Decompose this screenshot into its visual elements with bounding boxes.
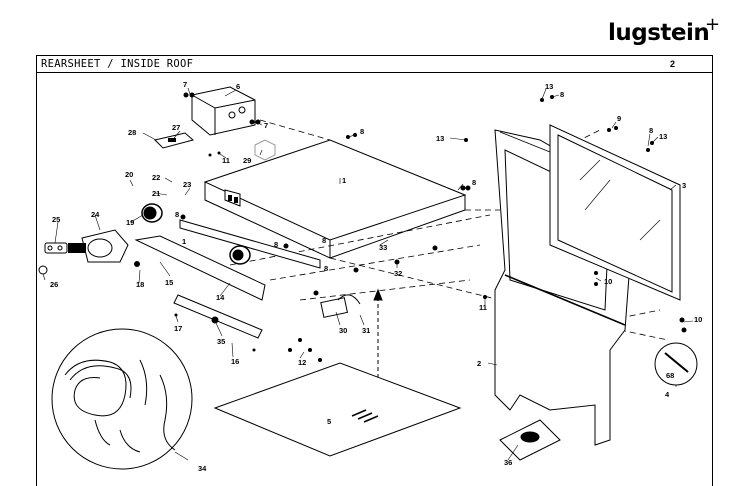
panel-14 — [134, 235, 266, 301]
callout-7: 7 — [264, 121, 268, 130]
callout-29: 29 — [243, 156, 251, 165]
callout-33: 33 — [379, 243, 387, 252]
nut-26 — [38, 265, 48, 275]
callout-14: 14 — [216, 293, 225, 302]
callout-labels: 7 6 7 28 27 11 29 8 1 8 13 8 13 9 8 13 3… — [50, 80, 702, 473]
callout-34: 34 — [198, 464, 207, 473]
switch-30 — [320, 297, 348, 318]
sheet-5-marks — [351, 409, 379, 423]
callout-23: 23 — [183, 180, 191, 189]
callout-13: 13 — [436, 134, 444, 143]
callout-13: 13 — [659, 132, 667, 141]
brand-logo: lugstein + — [608, 14, 720, 48]
sheet-title: REARSHEET / INSIDE ROOF — [41, 58, 194, 70]
callout-5: 5 — [327, 417, 331, 426]
callout-3: 3 — [682, 181, 686, 190]
callout-13: 13 — [545, 82, 553, 91]
callout-8: 8 — [649, 126, 653, 135]
callout-24: 24 — [91, 210, 100, 219]
callout-17: 17 — [174, 324, 182, 333]
lamp-19-core — [143, 206, 157, 220]
callout-27: 27 — [172, 123, 180, 132]
window-glass — [549, 124, 681, 301]
assembly-guides — [229, 119, 669, 341]
callout-12: 12 — [298, 358, 306, 367]
fan-assembly-24 — [68, 229, 129, 263]
plate-25-hole — [57, 245, 63, 251]
callout-10: 10 — [694, 315, 702, 324]
detail-circle-34 — [51, 328, 193, 470]
plate-25 — [44, 242, 68, 254]
callout-36: 36 — [504, 458, 512, 467]
callout-2: 2 — [477, 359, 481, 368]
callout-8: 8 — [560, 90, 564, 99]
callout-4: 4 — [665, 390, 670, 399]
drawing-frame: REARSHEET / INSIDE ROOF 2 — [36, 55, 713, 486]
callout-35: 35 — [217, 337, 225, 346]
callout-20: 20 — [125, 170, 133, 179]
detail-text: 68 — [666, 371, 674, 380]
leader-lines — [42, 87, 694, 461]
roof-panel — [203, 139, 467, 259]
callout-26: 26 — [50, 280, 58, 289]
callout-28: 28 — [128, 128, 136, 137]
callout-9: 9 — [617, 114, 621, 123]
page-number: 2 — [669, 59, 675, 69]
callout-10: 10 — [604, 277, 612, 286]
cover-box — [191, 86, 256, 136]
callout-8: 8 — [324, 264, 328, 273]
clip-35 — [211, 316, 219, 324]
callout-32: 32 — [394, 269, 402, 278]
callout-30: 30 — [339, 326, 347, 335]
brand-logo-text: lugstein — [608, 20, 710, 46]
callout-15: 15 — [165, 278, 173, 287]
bracket-27 — [154, 132, 195, 149]
sheet-5 — [213, 362, 462, 457]
callout-6: 6 — [236, 82, 240, 91]
tube-16 — [173, 294, 263, 339]
callout-25: 25 — [52, 215, 60, 224]
block-29 — [254, 139, 276, 161]
lift-arrow — [373, 288, 383, 378]
rail-15 — [179, 219, 321, 269]
callout-21: 21 — [152, 189, 160, 198]
callout-18: 18 — [136, 280, 144, 289]
callout-7: 7 — [183, 80, 187, 89]
brand-logo-plus-icon: + — [705, 14, 721, 35]
plate-25-hole — [47, 245, 53, 251]
callout-11: 11 — [222, 156, 230, 165]
callout-19: 19 — [126, 218, 134, 227]
callout-11: 11 — [479, 303, 487, 312]
callout-1: 1 — [182, 237, 186, 246]
callout-8: 8 — [274, 240, 278, 249]
callout-1: 1 — [342, 176, 346, 185]
lamp-right-core — [232, 249, 244, 261]
callout-8: 8 — [175, 210, 179, 219]
callout-8: 8 — [322, 236, 326, 245]
title-bar: REARSHEET / INSIDE ROOF 2 — [37, 56, 712, 73]
detail-circle-4: 68 — [654, 342, 698, 386]
callout-16: 16 — [231, 357, 239, 366]
callout-22: 22 — [152, 173, 160, 182]
callout-8: 8 — [360, 127, 364, 136]
callout-8: 8 — [472, 178, 476, 187]
switch-30-cable — [337, 294, 361, 305]
callout-31: 31 — [362, 326, 370, 335]
detail-clip-36 — [499, 419, 561, 461]
